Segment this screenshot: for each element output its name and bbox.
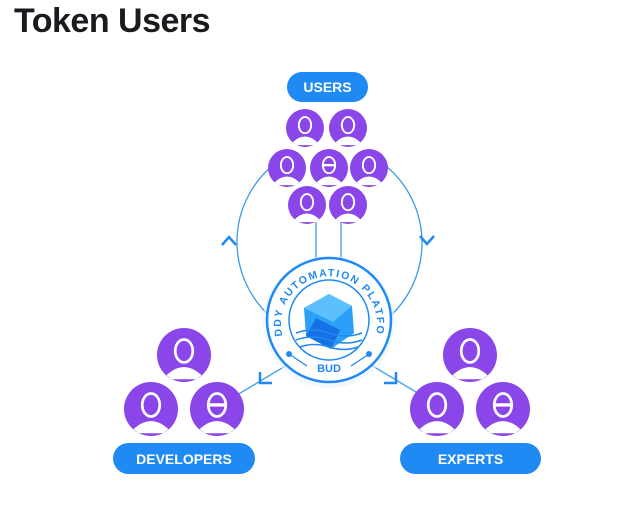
user-lines bbox=[315, 222, 342, 262]
svg-text:EXPERTS: EXPERTS bbox=[438, 451, 503, 467]
user-avatar-icon bbox=[329, 186, 367, 224]
user-avatar-icon bbox=[286, 109, 324, 147]
chevron-up-icon bbox=[221, 235, 237, 246]
developer-avatar-icon bbox=[190, 382, 244, 436]
expert-avatar-icon bbox=[476, 382, 530, 436]
expert-avatar-icon bbox=[443, 328, 497, 382]
user-avatar-icon bbox=[288, 186, 326, 224]
left-arc bbox=[236, 165, 273, 319]
arrow-down-right-icon bbox=[384, 372, 398, 385]
arrow-down-left-icon bbox=[258, 372, 272, 385]
user-avatar-icon bbox=[268, 149, 306, 187]
page-title: Token Users bbox=[14, 2, 211, 40]
badge-name: BUD bbox=[317, 363, 341, 375]
svg-text:USERS: USERS bbox=[303, 79, 351, 95]
developer-avatar-icon bbox=[124, 382, 178, 436]
experts-pill: EXPERTS bbox=[400, 443, 541, 474]
user-avatar-icon bbox=[329, 109, 367, 147]
user-avatar-icon bbox=[310, 149, 348, 187]
arrows bbox=[221, 235, 435, 385]
developers-pill: DEVELOPERS bbox=[113, 443, 255, 474]
avatars bbox=[124, 109, 530, 436]
right-arc bbox=[385, 165, 423, 319]
chevron-down-icon bbox=[419, 235, 435, 246]
developer-avatar-icon bbox=[157, 328, 211, 382]
user-avatar-icon bbox=[350, 149, 388, 187]
users-pill: USERS bbox=[287, 72, 368, 102]
expert-avatar-icon bbox=[410, 382, 464, 436]
svg-text:DEVELOPERS: DEVELOPERS bbox=[136, 451, 232, 467]
